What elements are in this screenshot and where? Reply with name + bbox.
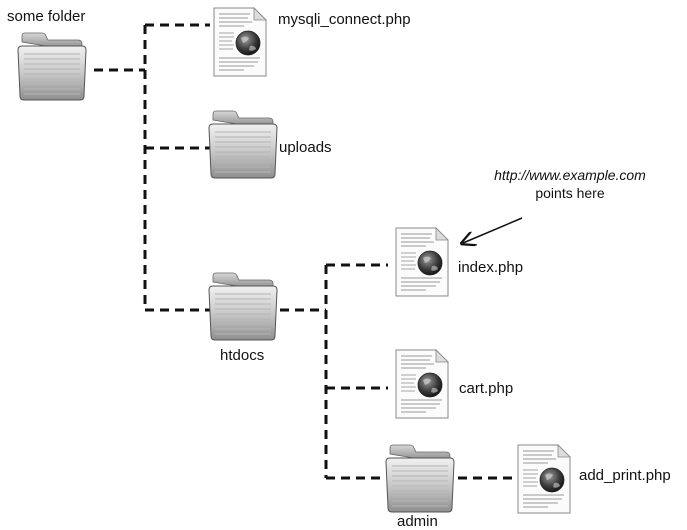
label-admin: admin [397, 513, 438, 530]
label-uploads: uploads [279, 139, 332, 156]
php-document-icon-mysqli [213, 7, 267, 77]
label-htdocs: htdocs [220, 347, 265, 364]
label-cart: cart.php [459, 380, 514, 397]
php-document-icon-add-print [517, 444, 571, 514]
label-index: index.php [458, 259, 524, 276]
php-document-icon-index [395, 227, 449, 297]
annotation-url: http://www.example.com [494, 167, 646, 183]
annotation: http://www.example.com points here [470, 166, 670, 202]
annotation-arrow [463, 217, 523, 243]
label-some-folder: some folder [7, 8, 86, 25]
folder-icon-some-folder [17, 32, 87, 101]
folder-icon-htdocs [208, 272, 278, 341]
php-document-icon-cart [395, 349, 449, 419]
folder-icon-admin [385, 444, 455, 513]
label-add-print: add_print.php [579, 467, 671, 484]
annotation-text: points here [535, 185, 605, 201]
folder-icon-uploads [208, 110, 278, 179]
label-mysqli-connect: mysqli_connect.php [278, 11, 411, 28]
